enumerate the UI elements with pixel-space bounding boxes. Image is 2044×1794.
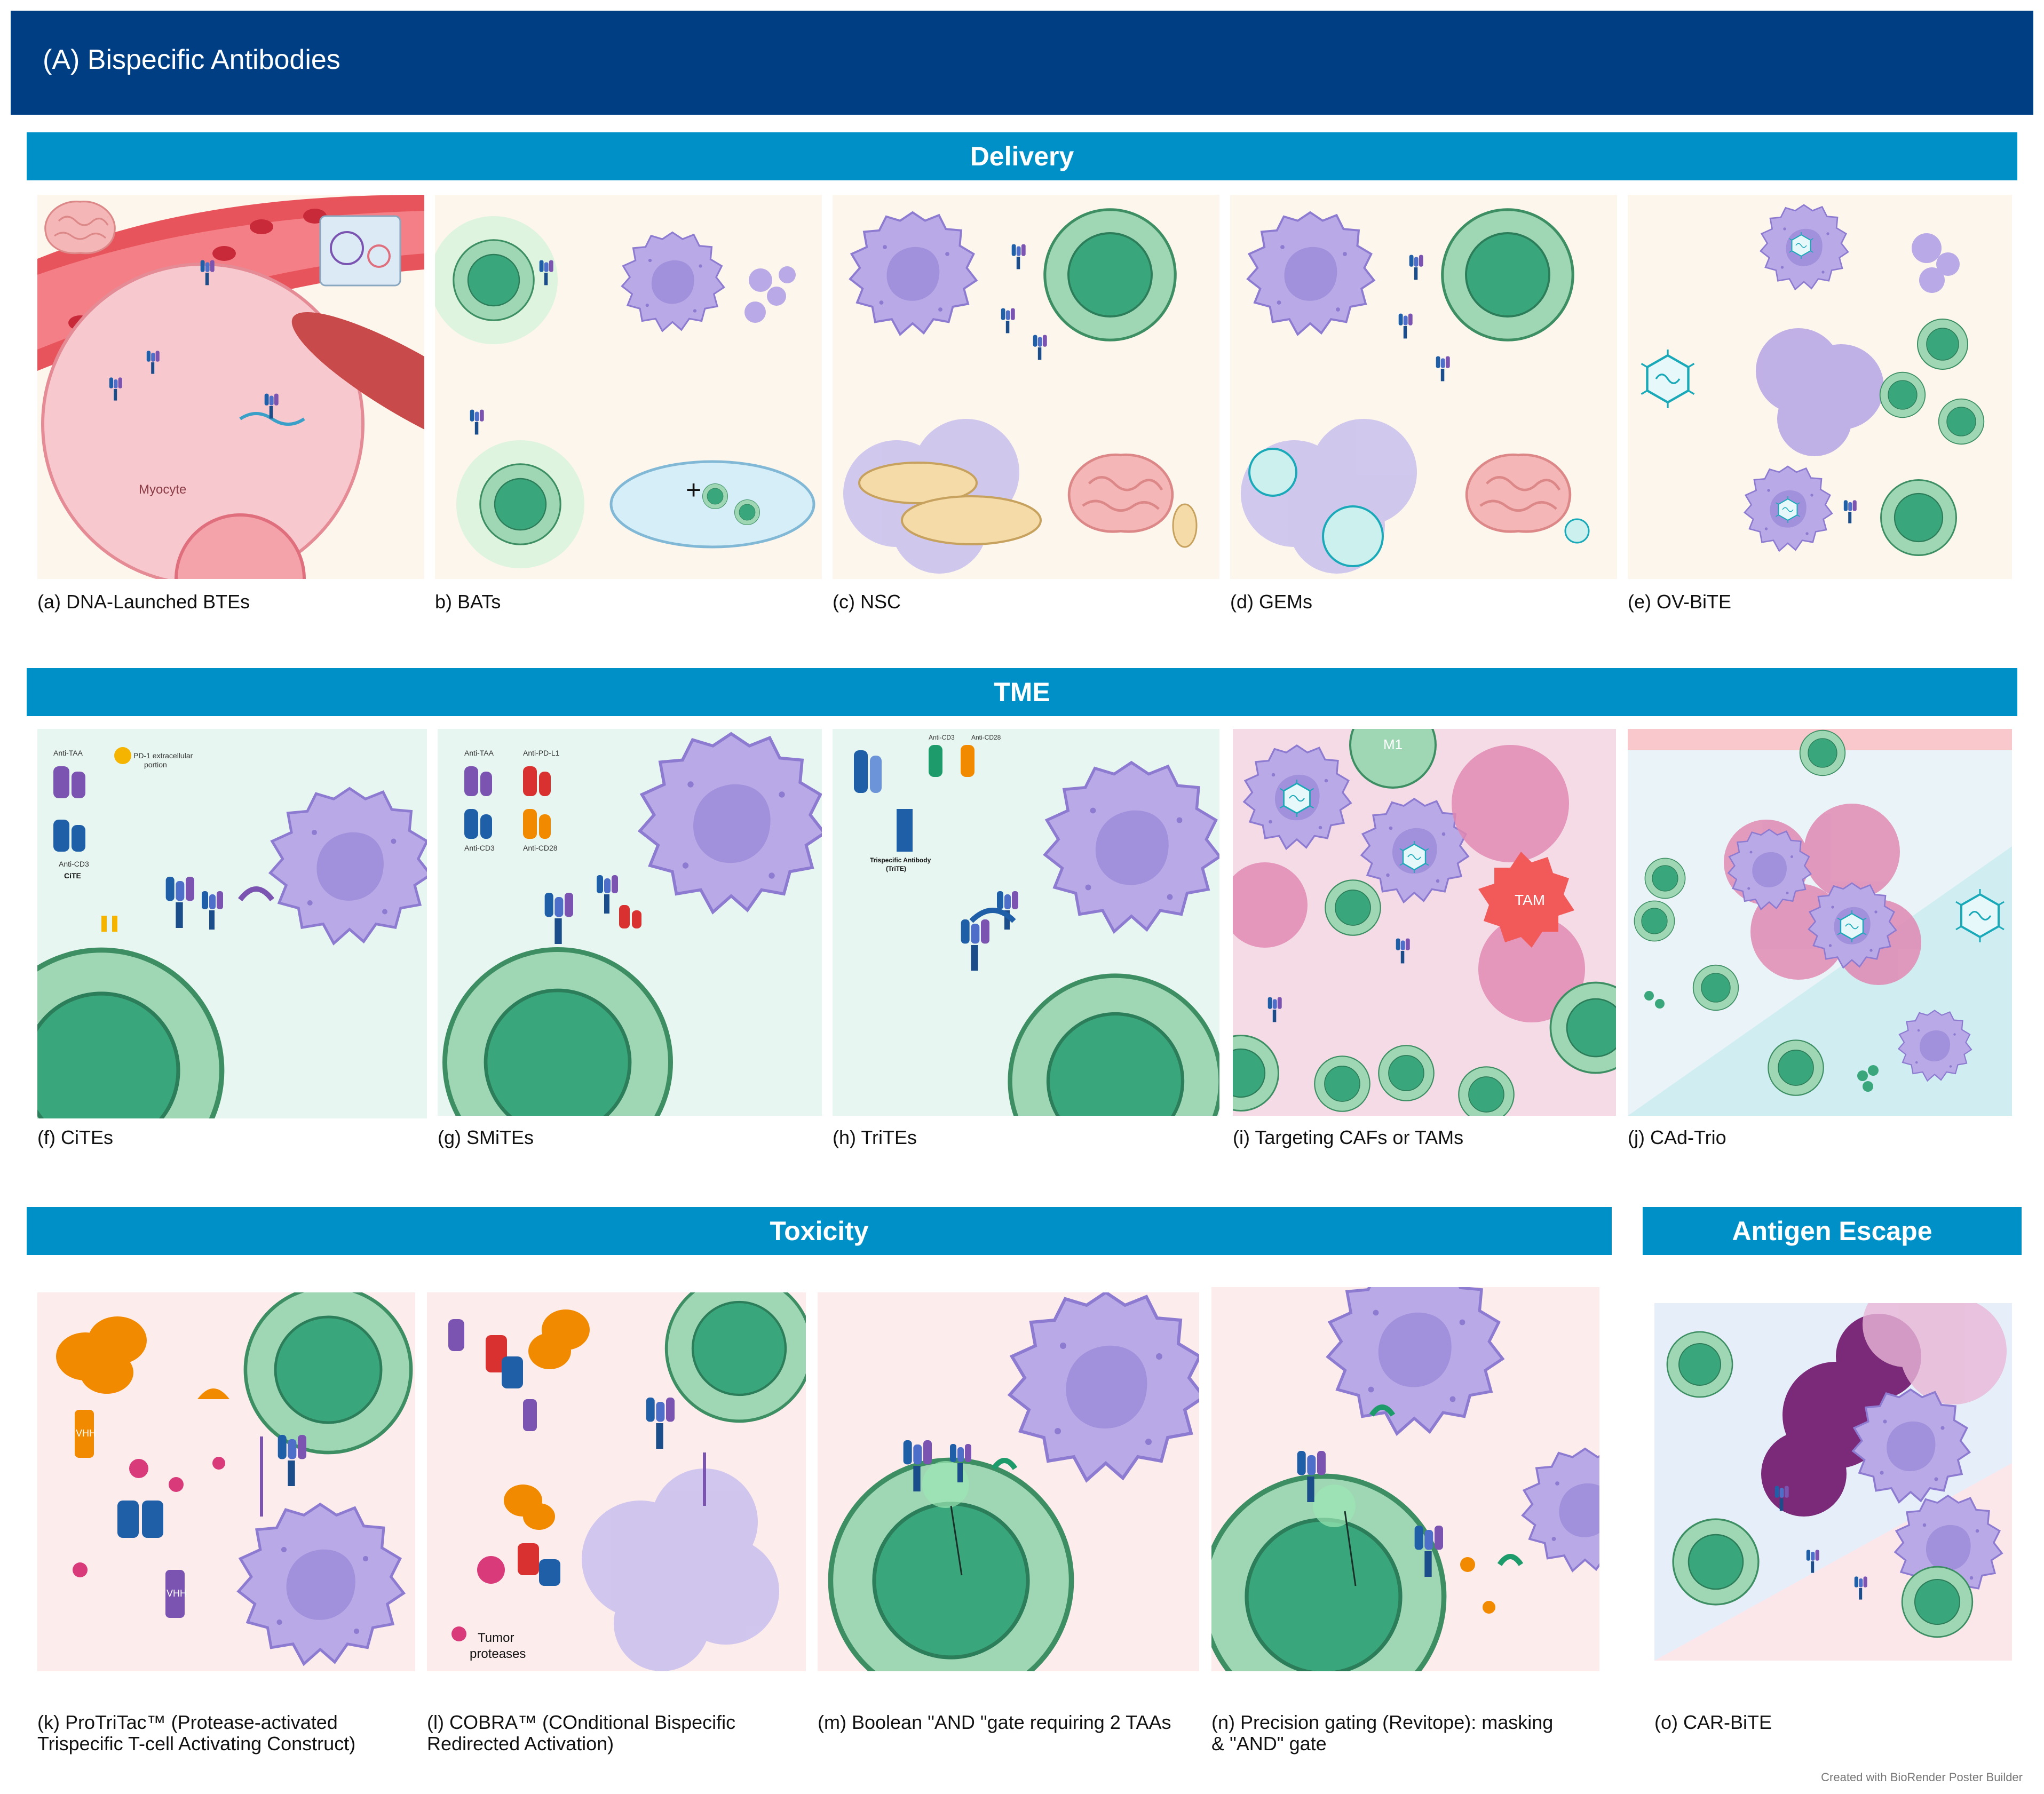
caption-k-line2: Trispecific T-cell Activating Construct): [37, 1733, 356, 1755]
label-h-anti-cd28: Anti-CD28: [971, 734, 1001, 741]
caption-b: b) BATs: [435, 591, 501, 613]
label-g-anti-taa: Anti-TAA: [464, 749, 494, 757]
caption-e: (e) OV-BiTE: [1628, 591, 1732, 613]
label-i-m1: M1: [1383, 736, 1403, 752]
label-h-trite: (TriTE): [886, 865, 906, 872]
label-i-tam: TAM: [1515, 892, 1545, 908]
label-k-vhh1: VHH: [76, 1428, 96, 1439]
caption-d: (d) GEMs: [1230, 591, 1313, 613]
label-l-proteases: proteases: [470, 1647, 526, 1661]
caption-a: (a) DNA-Launched BTEs: [37, 591, 250, 613]
label-k-vhh2: VHH: [167, 1588, 187, 1599]
header-bar: (A) Bispecific Antibodies: [11, 11, 2033, 115]
label-f-cite: CiTE: [64, 871, 81, 880]
panel-f-illustration: Anti-TAA PD-1 extracellular portion Anti…: [37, 729, 427, 1118]
panel-j-illustration: [1628, 729, 2012, 1116]
caption-f: (f) CiTEs: [37, 1126, 113, 1148]
caption-c: (c) NSC: [833, 591, 901, 613]
panel-h-illustration: Anti-CD3 Anti-CD28 Trispecific Antibody …: [833, 729, 1219, 1116]
panel-o-illustration: [1654, 1303, 2012, 1661]
label-h-tri: Trispecific Antibody: [870, 856, 931, 864]
section-toxicity: Toxicity: [27, 1207, 1612, 1255]
label-f-anti-cd3: Anti-CD3: [59, 860, 89, 868]
caption-l: (l) COBRA™ (COnditional Bispecific Redir…: [427, 1712, 735, 1755]
caption-k: (k) ProTriTac™ (Protease-activated Trisp…: [37, 1712, 355, 1755]
label-h-anti-cd3: Anti-CD3: [929, 734, 955, 741]
panel-b-illustration: +: [435, 195, 822, 579]
section-delivery: Delivery: [27, 132, 2017, 180]
panel-m-illustration: [818, 1292, 1199, 1671]
svg-text:+: +: [686, 475, 701, 505]
caption-l-line1: (l) COBRA™ (COnditional Bispecific: [427, 1711, 736, 1733]
caption-o: (o) CAR-BiTE: [1654, 1711, 1772, 1733]
panel-d-illustration: [1230, 195, 1617, 579]
caption-l-line2: Redirected Activation): [427, 1733, 614, 1755]
caption-h: (h) TriTEs: [833, 1126, 917, 1148]
panel-g-illustration: Anti-TAA Anti-PD-L1 Anti-CD3 Anti-CD28: [438, 729, 822, 1116]
label-g-anti-cd3: Anti-CD3: [464, 844, 495, 852]
caption-n: (n) Precision gating (Revitope): masking…: [1211, 1712, 1553, 1755]
panel-e-illustration: [1628, 195, 2012, 579]
section-tme: TME: [27, 668, 2017, 716]
label-l-tumor: Tumor: [478, 1631, 514, 1645]
label-g-anti-cd28: Anti-CD28: [523, 844, 558, 852]
footer-credit: Created with BioRender Poster Builder: [1821, 1771, 2023, 1784]
panel-n-illustration: [1211, 1287, 1599, 1671]
section-antigen-escape: Antigen Escape: [1643, 1207, 2022, 1255]
caption-g: (g) SMiTEs: [438, 1126, 534, 1148]
label-f-pd1: PD-1 extracellular: [133, 751, 193, 760]
panel-c-illustration: [833, 195, 1219, 579]
caption-k-line1: (k) ProTriTac™ (Protease-activated: [37, 1711, 338, 1733]
label-g-anti-pdl1: Anti-PD-L1: [523, 749, 560, 757]
header-title: (A) Bispecific Antibodies: [43, 44, 340, 75]
caption-n-line1: (n) Precision gating (Revitope): masking: [1211, 1711, 1554, 1733]
panel-a-illustration: Myocyte: [37, 195, 424, 579]
panel-k-illustration: VHH VHH: [37, 1292, 415, 1671]
caption-n-line2: & "AND" gate: [1211, 1733, 1327, 1755]
label-f-anti-taa: Anti-TAA: [53, 749, 83, 757]
caption-i: (i) Targeting CAFs or TAMs: [1233, 1126, 1464, 1148]
caption-m: (m) Boolean "AND "gate requiring 2 TAAs: [818, 1711, 1171, 1733]
caption-j: (j) CAd-Trio: [1628, 1126, 1726, 1148]
panel-l-illustration: Tumor proteases: [427, 1292, 806, 1671]
panel-i-illustration: M1 TAM: [1233, 729, 1616, 1116]
label-myocyte: Myocyte: [139, 482, 186, 497]
label-f-pd1-2: portion: [144, 760, 167, 769]
